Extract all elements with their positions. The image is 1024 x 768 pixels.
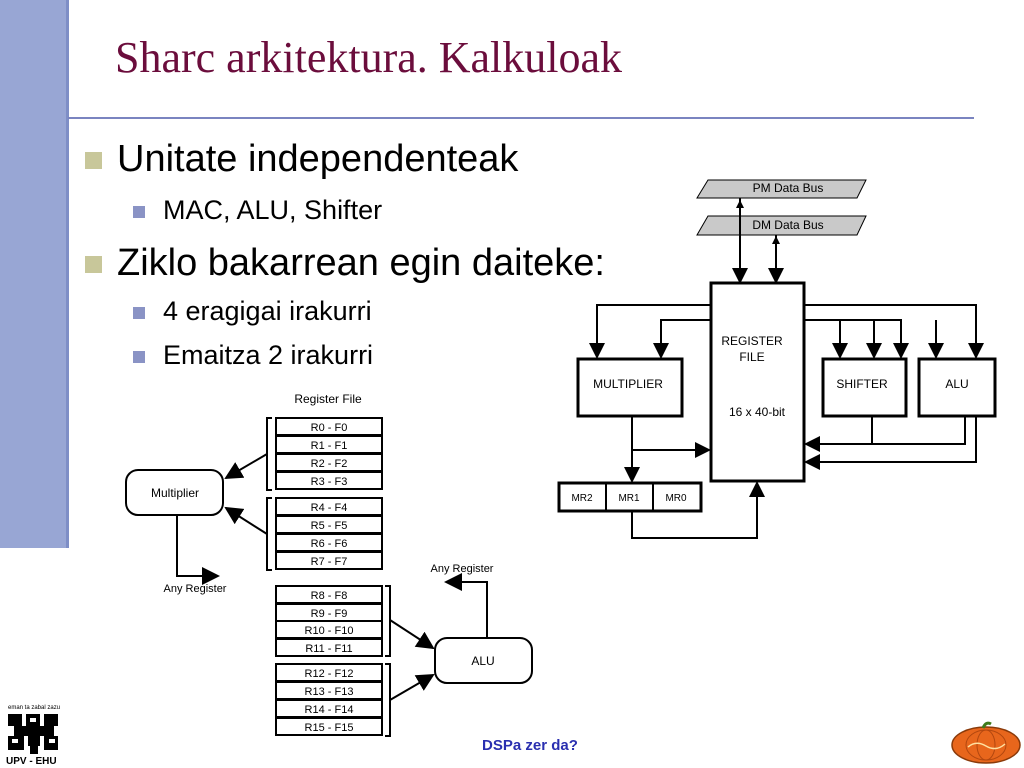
register-label: R0 - F0 <box>311 422 348 434</box>
sidebar-edge <box>66 0 69 548</box>
svg-text:MR1: MR1 <box>618 493 640 504</box>
sub-bullet-square <box>133 307 145 319</box>
register-label: R2 - F2 <box>311 458 348 470</box>
register-list: R0 - F0 R1 - F1 R2 - F2 R3 - F3 R4 - F4 R5 - … <box>275 417 383 736</box>
svg-text:MR0: MR0 <box>665 493 687 504</box>
slide-title: Sharc arkitektura. Kalkuloak <box>115 33 623 82</box>
logo-motto: eman ta zabal zazu <box>8 705 61 711</box>
register-label: R12 - F12 <box>305 668 354 680</box>
sub-bullet-2-2: Emaitza 2 irakurri <box>163 340 374 370</box>
register-cell <box>275 551 383 570</box>
register-label: R13 - F13 <box>305 686 354 698</box>
register-label: R6 - F6 <box>311 538 348 550</box>
svg-text:16 x 40-bit: 16 x 40-bit <box>729 405 786 419</box>
svg-text:Multiplier: Multiplier <box>151 486 199 500</box>
arch-connections <box>589 304 984 539</box>
register-file-title: Register File <box>294 392 362 406</box>
footer-link[interactable]: DSPa zer da? <box>482 737 578 754</box>
register-cell <box>275 717 383 736</box>
logo-label: UPV - EHU <box>6 756 57 767</box>
register-file-block: REGISTER FILE 16 x 40-bit <box>709 281 806 483</box>
register-cell <box>275 638 383 657</box>
dm-bus-label: DM Data Bus <box>752 218 823 232</box>
sub-bullet-1-1: MAC, ALU, Shifter <box>163 195 383 225</box>
multiplier-node: Multiplier <box>125 469 224 516</box>
svg-text:SHIFTER: SHIFTER <box>836 377 888 391</box>
register-label: R4 - F4 <box>311 502 348 514</box>
alu-node: ALU <box>434 637 533 684</box>
pumpkin-logo <box>951 721 1021 764</box>
mr-registers: MR2 MR1 MR0 <box>557 481 703 513</box>
title-divider <box>68 117 974 119</box>
bullet-1: Unitate independenteak <box>117 138 519 180</box>
register-label: R5 - F5 <box>311 520 348 532</box>
any-register-left: Any Register <box>164 583 227 595</box>
svg-text:MR2: MR2 <box>571 493 593 504</box>
bullet-square <box>85 152 102 169</box>
svg-text:FILE: FILE <box>739 350 764 364</box>
svg-text:REGISTER: REGISTER <box>721 334 783 348</box>
svg-text:MULTIPLIER: MULTIPLIER <box>593 377 663 391</box>
register-label: R11 - F11 <box>305 643 352 655</box>
sidebar-band <box>0 0 68 548</box>
bullet-square <box>85 256 102 273</box>
multiplier-block: MULTIPLIER <box>576 357 684 418</box>
register-label: R8 - F8 <box>311 590 348 602</box>
svg-text:ALU: ALU <box>471 654 494 668</box>
register-label: R1 - F1 <box>311 440 348 452</box>
svg-text:ALU: ALU <box>945 377 968 391</box>
register-label: R15 - F15 <box>305 722 354 734</box>
register-label: R3 - F3 <box>311 476 348 488</box>
upv-ehu-logo <box>8 714 58 754</box>
shifter-block: SHIFTER <box>821 357 908 418</box>
register-label: R10 - F10 <box>305 625 354 637</box>
any-register-right: Any Register <box>431 563 494 575</box>
alu-block: ALU <box>917 357 997 418</box>
bullet-2: Ziklo bakarrean egin daiteke: <box>117 242 605 284</box>
register-label: R14 - F14 <box>305 704 354 716</box>
register-cell <box>275 471 383 490</box>
pm-data-bus: PM Data Bus <box>696 179 867 199</box>
sub-bullet-square <box>133 351 145 363</box>
sub-bullet-2-1: 4 eragigai irakurri <box>163 296 372 326</box>
pm-bus-label: PM Data Bus <box>753 181 824 195</box>
register-label: R7 - F7 <box>311 556 348 568</box>
register-label: R9 - F9 <box>311 608 348 620</box>
sub-bullet-square <box>133 206 145 218</box>
